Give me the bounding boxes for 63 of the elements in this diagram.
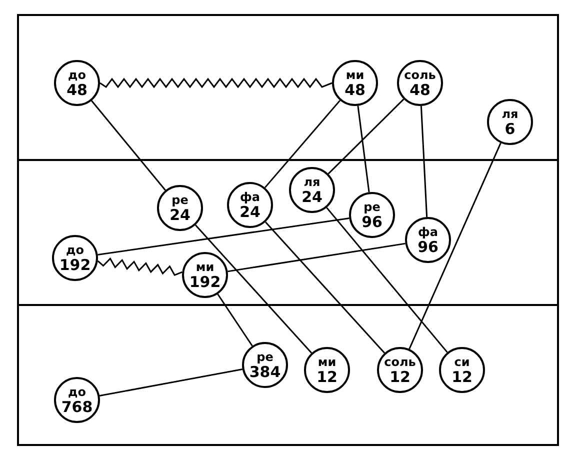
connector-line xyxy=(328,98,404,174)
connector-line xyxy=(217,294,253,346)
note-name: фа xyxy=(240,190,260,204)
connector-line xyxy=(326,207,448,353)
note-circle xyxy=(182,252,228,298)
note-circle xyxy=(289,167,335,213)
note-number: 192 xyxy=(189,274,221,290)
note-number: 12 xyxy=(452,368,472,384)
zigzag-line xyxy=(97,257,182,276)
note-circle xyxy=(52,235,98,281)
note-circle xyxy=(227,182,273,228)
note-circle xyxy=(349,192,395,238)
note-number: 96 xyxy=(362,214,382,230)
note-name: соль xyxy=(384,356,416,368)
note-circle xyxy=(54,377,100,423)
note-circle xyxy=(439,347,485,393)
note-number: 24 xyxy=(302,188,322,204)
connector-line xyxy=(357,106,370,192)
note-name: соль xyxy=(404,68,436,82)
note-number: 192 xyxy=(59,256,91,272)
note-name: до xyxy=(68,386,86,398)
connector-line xyxy=(228,242,406,272)
note-name: ре xyxy=(172,194,188,206)
connector-line xyxy=(194,224,312,354)
note-circle xyxy=(304,347,350,393)
note-number: 384 xyxy=(249,364,281,380)
connector-line xyxy=(264,222,386,354)
note-circle xyxy=(397,60,443,106)
note-number: 96 xyxy=(418,238,438,254)
note-number: 768 xyxy=(61,398,93,414)
note-number: 6 xyxy=(504,120,516,136)
zigzag-line xyxy=(100,78,332,88)
connector-line xyxy=(91,100,166,191)
note-number: 48 xyxy=(66,82,88,98)
note-number: 12 xyxy=(316,368,338,384)
note-name: до xyxy=(68,68,86,82)
connector-line xyxy=(408,142,502,350)
note-name: ми xyxy=(196,260,214,274)
note-circle xyxy=(332,60,378,106)
note-name: ре xyxy=(256,350,274,364)
connector-line xyxy=(264,100,341,188)
note-circle xyxy=(487,99,533,145)
note-circle xyxy=(54,60,100,106)
connector-line xyxy=(99,368,243,397)
note-name: ре xyxy=(364,200,380,214)
note-name: ля xyxy=(502,108,518,120)
note-circle xyxy=(377,347,423,393)
note-circle xyxy=(242,342,288,388)
note-name: ля xyxy=(304,176,320,188)
note-name: до xyxy=(66,244,84,256)
note-number: 24 xyxy=(170,206,190,222)
note-number: 12 xyxy=(390,368,410,384)
note-name: ми xyxy=(318,356,336,368)
note-name: ми xyxy=(346,68,364,82)
note-circle xyxy=(405,217,451,263)
note-name: си xyxy=(454,356,470,368)
note-name: фа xyxy=(418,226,438,238)
note-number: 48 xyxy=(410,82,430,98)
note-circle xyxy=(157,185,203,231)
connector-line xyxy=(98,218,350,256)
note-number: 48 xyxy=(344,82,366,98)
note-number: 24 xyxy=(240,204,260,220)
connector-line xyxy=(420,106,428,218)
